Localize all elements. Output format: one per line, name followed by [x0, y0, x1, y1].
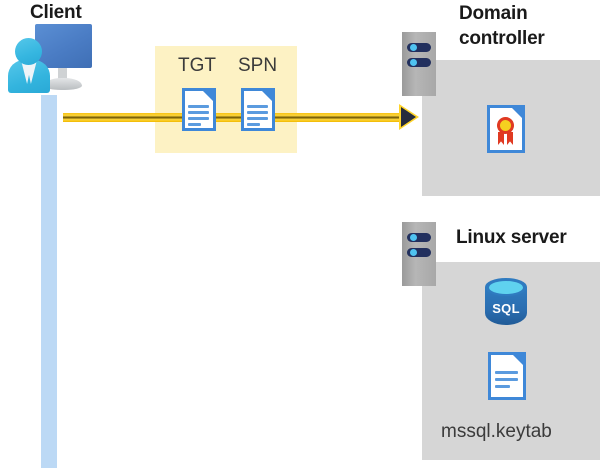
client-lifeline	[41, 95, 57, 468]
server-bay-icon	[407, 248, 431, 257]
linux-server-icon	[402, 222, 436, 286]
sql-database-icon: SQL	[485, 278, 527, 332]
document-text-line	[188, 105, 209, 108]
document-text-line	[247, 123, 260, 126]
tgt-label: TGT	[178, 55, 216, 76]
tgt-document-icon	[182, 88, 216, 131]
certificate-seal-icon	[497, 117, 514, 134]
certificate-ribbon-left	[498, 132, 504, 145]
monitor-neck-icon	[58, 68, 67, 81]
document-text-line	[247, 117, 268, 120]
document-text-line	[495, 378, 518, 381]
document-fold	[200, 88, 216, 104]
document-fold	[510, 352, 526, 368]
certificate-ribbon-right	[507, 132, 513, 145]
spn-label: SPN	[238, 55, 278, 76]
server-led-icon	[410, 234, 417, 241]
document-fold	[509, 105, 525, 121]
user-computer-icon	[8, 24, 92, 98]
monitor-base-icon	[44, 78, 82, 90]
monitor-screen-icon	[35, 24, 92, 68]
document-text-line	[247, 105, 268, 108]
document-text-line	[188, 111, 209, 114]
server-led-icon	[410, 59, 417, 66]
flow-arrow-segment	[297, 113, 404, 122]
flow-arrowhead-icon	[401, 107, 416, 127]
certificate-icon	[487, 105, 525, 153]
keytab-filename-label: mssql.keytab	[441, 421, 552, 442]
document-fold	[259, 88, 275, 104]
domain-controller-label-line2: controller	[459, 28, 545, 49]
spn-document-icon	[241, 88, 275, 131]
server-led-icon	[410, 249, 417, 256]
keytab-file-icon	[488, 352, 526, 400]
flow-arrow-segment	[63, 113, 155, 122]
linux-server-label: Linux server	[456, 227, 567, 248]
flow-arrow-segment	[155, 113, 297, 122]
client-label: Client	[30, 2, 82, 23]
server-bay-icon	[407, 58, 431, 67]
server-led-icon	[410, 44, 417, 51]
server-bay-icon	[407, 43, 431, 52]
domain-controller-server-icon	[402, 32, 436, 96]
document-text-line	[188, 123, 201, 126]
sql-label: SQL	[492, 301, 520, 316]
document-text-line	[247, 111, 268, 114]
server-bay-icon	[407, 233, 431, 242]
document-text-line	[188, 117, 209, 120]
database-top-inner	[489, 281, 523, 294]
person-head-icon	[15, 38, 42, 65]
document-text-line	[495, 385, 510, 388]
document-text-line	[495, 371, 518, 374]
domain-controller-label-line1: Domain	[459, 3, 528, 24]
